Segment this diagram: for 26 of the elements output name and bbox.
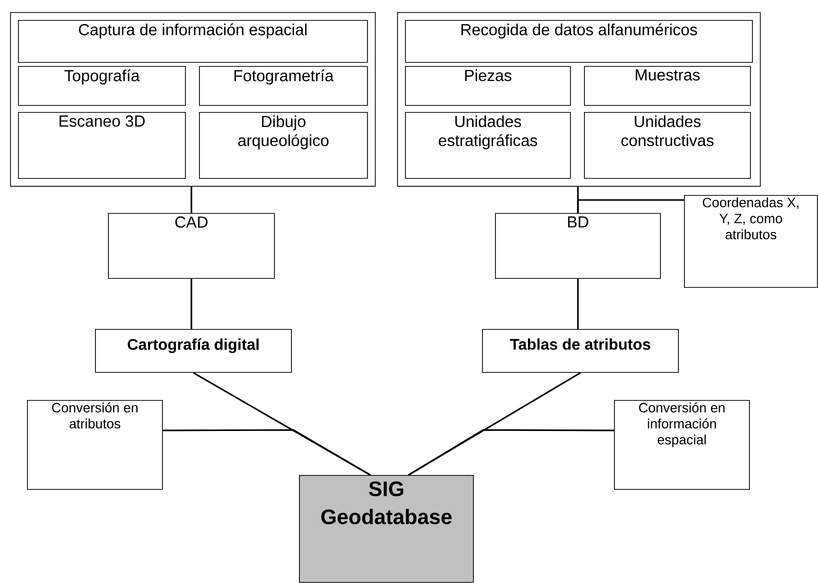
process-box: BD [495, 213, 661, 279]
note-box: Conversión en atributos [27, 400, 163, 490]
process-box: Topografía [18, 66, 186, 106]
output-box: Tablas de atributos [482, 329, 679, 373]
process-box: CAD [108, 213, 275, 279]
process-box: Muestras [584, 66, 751, 106]
process-box: Dibujo arqueológico [199, 112, 368, 179]
process-box: Fotogrametría [199, 66, 368, 106]
note-box: Conversión en información espacial [614, 400, 750, 490]
group-box [397, 12, 761, 187]
note-box: Coordenadas X, Y, Z, como atributos [684, 195, 818, 288]
process-box: Piezas [405, 66, 571, 106]
connector-line [577, 278, 579, 329]
connector-line [162, 429, 371, 476]
group-box [10, 12, 376, 187]
process-box: Unidades constructivas [584, 112, 751, 179]
process-box: Captura de información espacial [18, 20, 368, 63]
connector-line [577, 199, 684, 213]
connector-line [190, 278, 192, 329]
process-box: Unidades estratigráficas [405, 112, 571, 179]
process-box: Escaneo 3D [18, 112, 186, 179]
process-box: Recogida de datos alfanuméricos [405, 20, 753, 63]
connector-line [408, 429, 614, 476]
database-box: SIG Geodatabase [299, 475, 474, 583]
connector-line [190, 186, 192, 213]
output-box: Cartografía digital [95, 329, 292, 373]
